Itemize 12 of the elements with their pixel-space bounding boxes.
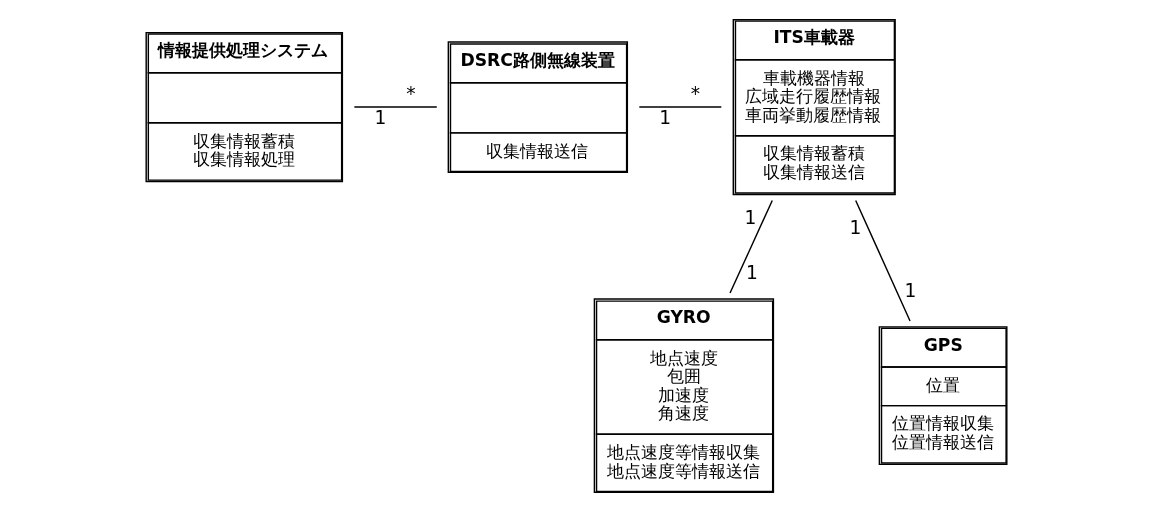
- label: *: [690, 82, 700, 104]
- connector: [854, 199, 911, 322]
- label: 1: [745, 262, 758, 284]
- label: *: [405, 82, 415, 104]
- label: 1: [744, 206, 756, 228]
- label: 1: [658, 107, 671, 129]
- label: 1: [373, 107, 386, 129]
- connector: [728, 199, 773, 294]
- connector: [638, 106, 722, 108]
- label: 1: [848, 216, 861, 238]
- connector: [353, 106, 437, 108]
- label: 1: [903, 280, 916, 302]
